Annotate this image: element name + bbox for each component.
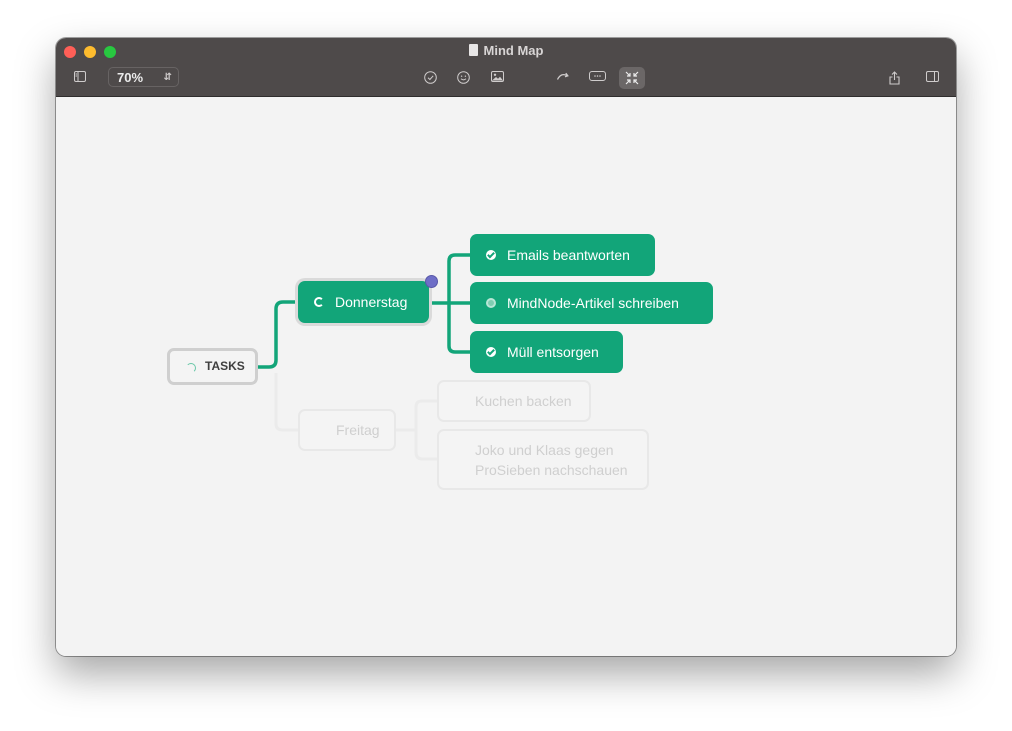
node-emails-beantworten[interactable]: Emails beantworten	[470, 234, 655, 276]
link-to-kuchen	[394, 399, 437, 432]
link-to-emails	[447, 253, 470, 303]
titlebar: Mind Map 70% ⇵	[56, 38, 956, 97]
checkmark-icon[interactable]	[486, 250, 496, 260]
link-tasks-donnerstag	[256, 300, 299, 369]
zoom-value: 70%	[117, 70, 144, 85]
undo-arrow-icon[interactable]	[553, 67, 573, 89]
node-label: Kuchen backen	[475, 393, 572, 409]
link-tasks-freitag	[274, 373, 299, 432]
smiley-icon[interactable]	[453, 67, 473, 89]
app-window: Mind Map 70% ⇵	[56, 38, 956, 656]
focus-collapse-icon[interactable]	[619, 67, 645, 89]
root-node-tasks[interactable]: TASKS	[167, 348, 258, 385]
close-window-button[interactable]	[64, 46, 76, 58]
node-muell-entsorgen[interactable]: Müll entsorgen	[470, 331, 623, 373]
node-label: MindNode-Artikel schreiben	[507, 295, 679, 311]
node-freitag[interactable]: Freitag	[298, 409, 396, 451]
open-task-icon[interactable]	[486, 298, 496, 308]
node-label: Müll entsorgen	[507, 344, 599, 360]
window-title-text: Mind Map	[483, 43, 544, 58]
progress-icon	[186, 363, 196, 373]
sidebar-right-icon[interactable]	[922, 67, 942, 89]
share-icon[interactable]	[884, 67, 904, 89]
node-label: Joko und Klaas gegen ProSieben nachschau…	[475, 442, 628, 478]
image-icon[interactable]	[487, 67, 507, 89]
zoom-select[interactable]: 70% ⇵	[108, 67, 179, 87]
checkmark-icon[interactable]	[486, 347, 496, 357]
drag-handle[interactable]	[425, 275, 438, 288]
mindmap-canvas[interactable]: TASKS Donnerstag Emails beantworten Mind…	[56, 97, 956, 656]
node-label: Emails beantworten	[507, 247, 630, 263]
progress-icon	[314, 297, 324, 307]
minimize-window-button[interactable]	[84, 46, 96, 58]
node-joko-klaas[interactable]: Joko und Klaas gegen ProSieben nachschau…	[437, 429, 649, 490]
root-node-label: TASKS	[205, 359, 245, 373]
text-field-icon[interactable]	[586, 67, 608, 89]
node-donnerstag[interactable]: Donnerstag	[298, 281, 429, 323]
node-label: Donnerstag	[335, 294, 408, 310]
sidebar-left-icon[interactable]	[70, 67, 90, 89]
node-mindnode-artikel[interactable]: MindNode-Artikel schreiben	[470, 282, 713, 324]
link-to-muell	[447, 303, 470, 354]
link-to-joko	[414, 430, 437, 461]
zoom-window-button[interactable]	[104, 46, 116, 58]
chevron-updown-icon: ⇵	[163, 72, 172, 83]
check-circle-icon[interactable]	[420, 67, 440, 89]
window-title: Mind Map	[56, 43, 956, 58]
node-label: Freitag	[336, 422, 380, 438]
document-icon	[468, 44, 478, 56]
node-kuchen-backen[interactable]: Kuchen backen	[437, 380, 591, 422]
connection-lines	[256, 253, 470, 461]
